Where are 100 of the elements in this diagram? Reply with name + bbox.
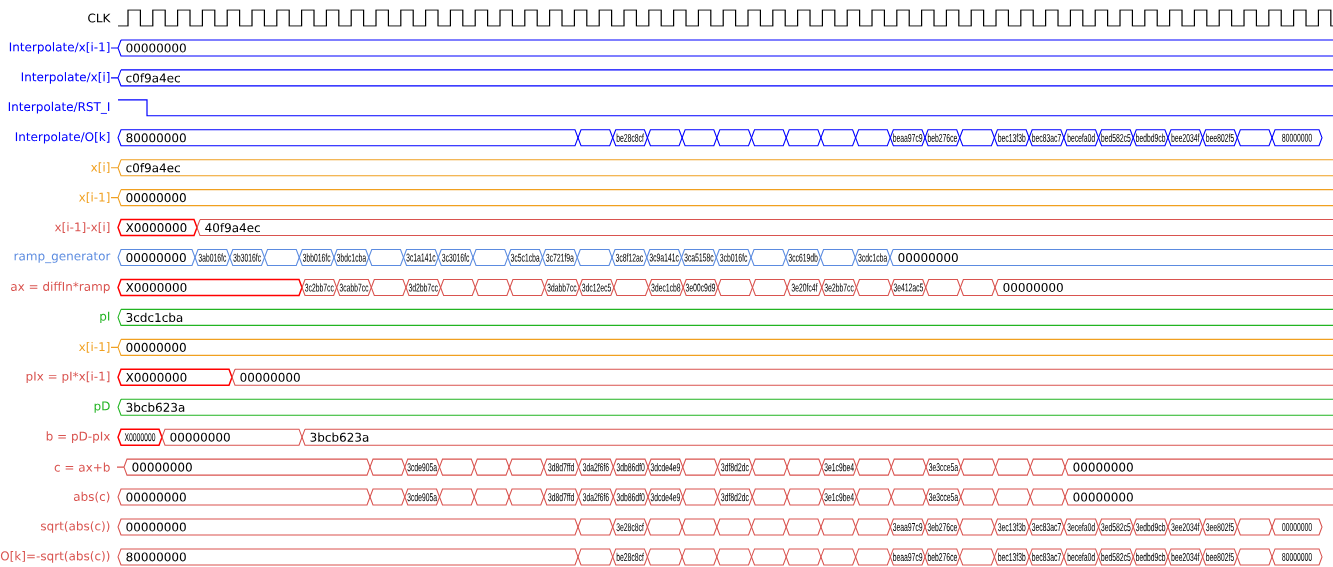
bus-segment: 3e00c9d9: [682, 278, 719, 296]
bus-segment: [577, 548, 614, 566]
bus-segment: 3bb016fc: [298, 249, 335, 267]
bus-segment: 00000000: [161, 428, 303, 446]
bus-segment: [472, 249, 509, 267]
signal-name: x[i-1]-x[i]: [54, 222, 110, 233]
bus-segment: [960, 488, 997, 506]
bus-segment: [820, 518, 857, 536]
bus-segment: [959, 278, 996, 296]
bus-segment: [820, 548, 857, 566]
bus-segment: 3db86df0: [612, 458, 649, 476]
bus-segment: 80000000: [1271, 548, 1323, 566]
bus-segment: [646, 129, 683, 147]
signal-name: ramp_generator: [14, 251, 111, 264]
bus-segment: [473, 488, 510, 506]
bus-segment: 3e3cce5a: [925, 458, 962, 476]
bus-segment: 00000000: [1064, 458, 1333, 476]
bus-segment: [474, 278, 511, 296]
bus-segment: 3b3016fc: [229, 249, 266, 267]
bus-segment: bec13f3b: [993, 548, 1030, 566]
bus-segment: [1029, 488, 1066, 506]
bus-segment: 3ec13f3b: [993, 518, 1030, 536]
bus-segment: [750, 518, 787, 536]
bus-segment: [508, 488, 545, 506]
bus-segment: X0000000: [117, 368, 233, 386]
bus-segment: [716, 548, 753, 566]
bus-segment: [438, 488, 475, 506]
bus-segment: 3c721f9a: [541, 249, 578, 267]
bus-segment: [368, 249, 405, 267]
bus-segment: [959, 548, 995, 566]
signal-name: Interpolate/x[i]: [21, 72, 110, 84]
bus-segment: [959, 518, 995, 536]
bus-segment: [959, 129, 995, 147]
bus-segment: 3ca5158c: [680, 249, 717, 267]
bus-segment: [855, 548, 891, 566]
bus-segment: [855, 518, 891, 536]
bus-segment: [681, 548, 718, 566]
bus-segment: 3e28c8cf: [612, 518, 648, 536]
bus-segment: beaa97c9: [889, 129, 926, 147]
bus-segment: 3e1c9be4: [821, 458, 858, 476]
bus-segment: [509, 278, 546, 296]
bus-segment: 00000000: [1064, 488, 1333, 506]
bus-segment: [820, 129, 857, 147]
bus-segment: 3cb016fc: [715, 249, 752, 267]
bus-segment: c0f9a4ec: [110, 159, 1333, 177]
bus-segment: [855, 129, 891, 147]
signal-name: ax = diffIn*ramp: [11, 281, 110, 294]
signal-name: pD: [94, 401, 110, 413]
bus-segment: 3c1a141c: [402, 249, 439, 267]
bus-segment: 3dcde4e9: [647, 458, 684, 476]
bus-segment: [890, 488, 927, 506]
signal-name: x[i-1]: [79, 342, 110, 353]
bus-segment: 3dc12ec5: [578, 278, 615, 296]
bus-segment: 3ee802f5: [1202, 518, 1238, 536]
bus-segment: becefa0d: [1063, 548, 1100, 566]
bus-segment: 3cde905a: [404, 458, 441, 476]
bus-segment: [785, 518, 822, 536]
bus-segment: [750, 548, 787, 566]
bus-segment: 3df8d2dc: [716, 458, 753, 476]
bus-segment: [819, 249, 856, 267]
bus-segment: 00000000: [994, 278, 1333, 296]
signal-name: pI: [100, 311, 110, 323]
bus-segment: 3bdc1cba: [333, 249, 370, 267]
bus-segment: 80000000: [117, 129, 579, 147]
bus-segment: 3e20fc4f: [786, 278, 823, 296]
bus-segment: [682, 488, 719, 506]
bus-segment: c0f9a4ec: [110, 69, 1333, 87]
bus-segment: 3cdc1cba: [854, 249, 891, 267]
bus-segment: [785, 548, 822, 566]
bus-segment: 3c9a141c: [646, 249, 683, 267]
signal-name: CLK: [88, 13, 111, 23]
bus-segment: 3ecefa0d: [1063, 518, 1100, 536]
bus-segment: [508, 458, 545, 476]
bus-segment: [682, 458, 719, 476]
bus-segment: 3cabb7cc: [336, 278, 372, 296]
bus-segment: [577, 518, 614, 536]
bus-segment: beb276ce: [924, 129, 961, 147]
bus-segment: becefa0d: [1063, 129, 1100, 147]
bus-segment: 3c2bb7cc: [301, 278, 338, 296]
bus-segment: 00000000: [110, 39, 1333, 57]
bus-segment: 3bcb623a: [117, 398, 1333, 416]
signal-name: c = ax+b: [54, 462, 110, 472]
bus-segment: X0000000: [117, 428, 163, 446]
bus-segment: 3c8f12ac: [611, 249, 648, 267]
bus-segment: X0000000: [117, 218, 198, 237]
bus-segment: [438, 458, 475, 476]
bus-segment: 3ec83ac7: [1028, 518, 1065, 536]
signal-name: sqrt(abs(c)): [41, 521, 110, 533]
bus-segment: [750, 249, 787, 267]
bus-segment: [369, 458, 406, 476]
signal-name: Interpolate/O[k]: [15, 131, 110, 144]
bus-segment: bee2034f: [1167, 548, 1204, 566]
bus-segment: 00000000: [889, 249, 1333, 267]
bus-segment: 3da2f6f6: [577, 458, 614, 476]
bus-segment: 80000000: [117, 548, 579, 566]
bus-segment: be28c8cf: [612, 548, 648, 566]
bus-segment: [646, 548, 683, 566]
bus-segment: 3c5c1cba: [507, 249, 544, 267]
signal-name: x[i]: [90, 162, 110, 174]
bus-segment: bedbd9cb: [1132, 548, 1169, 566]
